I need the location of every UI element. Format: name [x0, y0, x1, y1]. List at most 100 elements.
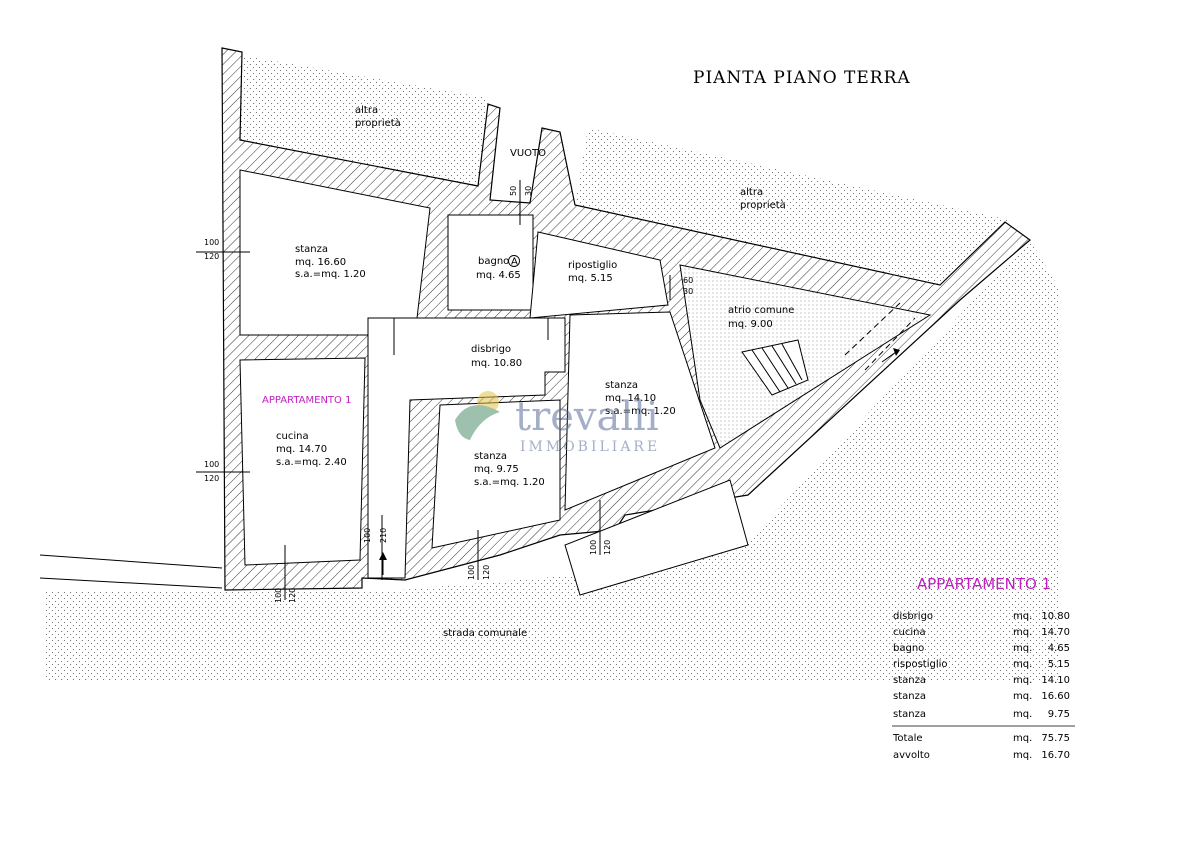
street-area: [45, 240, 1060, 680]
window-markers: [196, 180, 671, 600]
plan-title: PIANTA PIANO TERRA: [693, 68, 911, 88]
svg-text:120: 120: [603, 540, 612, 555]
opening-dims: 100 120 100 120 50 30 60 30 100 120 100 …: [204, 186, 693, 603]
summary-row-value: 4.65: [1048, 643, 1070, 654]
watermark-logo: trevalli IMMOBILIARE: [455, 391, 660, 455]
summary-row-label: stanza: [893, 675, 926, 686]
svg-text:120: 120: [204, 252, 219, 261]
entry-arrow-icon: [379, 552, 387, 575]
room-label-stanza-14: stanza mq. 14.10 s.a.=mq. 1.20: [605, 380, 676, 417]
summary-total-label: Totale: [892, 733, 923, 744]
svg-text:120: 120: [288, 588, 297, 603]
street-label: strada comunale: [443, 628, 527, 639]
svg-text:100: 100: [204, 238, 219, 247]
svg-text:IMMOBILIARE: IMMOBILIARE: [520, 439, 660, 455]
summary-row-unit: mq.: [1013, 627, 1032, 638]
summary-row-label: disbrigo: [893, 611, 933, 622]
summary-row-label: cucina: [893, 627, 926, 638]
summary-row-unit: mq.: [1013, 675, 1032, 686]
room-label-stanza-9: stanza mq. 9.75 s.a.=mq. 1.20: [474, 451, 545, 488]
room-atrio-comune: [679, 264, 932, 449]
summary-row-unit: mq.: [1013, 611, 1032, 622]
room-bagno: [447, 214, 534, 311]
summary-row-value: 14.70: [1041, 627, 1070, 638]
room-label-bagno: bagno A mq. 4.65: [476, 255, 521, 281]
room-stanza-14: [564, 311, 716, 511]
svg-text:120: 120: [204, 474, 219, 483]
summary-row-label: bagno: [893, 643, 924, 654]
svg-text:mq. 10.80: mq. 10.80: [471, 358, 522, 369]
summary-row-value: 5.15: [1048, 659, 1070, 670]
svg-text:s.a.=mq. 1.20: s.a.=mq. 1.20: [295, 269, 366, 280]
summary-row-value: 16.60: [1041, 691, 1070, 702]
svg-text:100: 100: [204, 460, 219, 469]
room-label-ripostiglio: ripostiglio mq. 5.15: [568, 260, 617, 284]
svg-text:mq. 9.75: mq. 9.75: [474, 464, 519, 475]
svg-text:100: 100: [274, 588, 283, 603]
summary-row-value: 9.75: [1048, 709, 1070, 720]
summary-row-value: 10.80: [1041, 611, 1070, 622]
summary-total-unit: mq.: [1013, 750, 1032, 761]
svg-text:s.a.=mq. 2.40: s.a.=mq. 2.40: [276, 457, 347, 468]
svg-text:stanza: stanza: [474, 451, 507, 462]
svg-text:100: 100: [363, 528, 372, 543]
void-label: VUOTO: [510, 148, 546, 159]
svg-text:s.a.=mq. 1.20: s.a.=mq. 1.20: [474, 477, 545, 488]
svg-text:mq. 9.00: mq. 9.00: [728, 319, 773, 330]
other-property-right-area: [575, 128, 1010, 285]
staircase: [741, 339, 809, 396]
summary-total-value: 16.70: [1041, 750, 1070, 761]
svg-text:60: 60: [683, 276, 693, 285]
summary-heading: APPARTAMENTO 1: [917, 575, 1051, 593]
svg-text:cucina: cucina: [276, 431, 309, 442]
summary-total-label: avvolto: [893, 750, 930, 761]
summary-row-unit: mq.: [1013, 659, 1032, 670]
summary-row-unit: mq.: [1013, 691, 1032, 702]
summary-row-label: stanza: [893, 709, 926, 720]
room-ripostiglio: [529, 231, 669, 319]
entrance-step: [564, 479, 749, 596]
svg-text:atrio comune: atrio comune: [728, 305, 794, 316]
summary-row-unit: mq.: [1013, 643, 1032, 654]
svg-text:50: 50: [509, 186, 518, 196]
summary-row-value: 14.10: [1041, 675, 1070, 686]
svg-text:100: 100: [467, 565, 476, 580]
svg-text:100: 100: [589, 540, 598, 555]
svg-text:mq. 16.60: mq. 16.60: [295, 257, 346, 268]
summary-row-label: rispostiglio: [893, 659, 948, 670]
svg-text:30: 30: [524, 186, 533, 196]
atrio-arrow-icon: [881, 348, 900, 363]
svg-text:ripostiglio: ripostiglio: [568, 260, 617, 271]
apartment-label-plan: APPARTAMENTO 1: [262, 395, 351, 406]
svg-text:120: 120: [482, 565, 491, 580]
room-cucina: [239, 357, 366, 566]
room-label-disbrigo: disbrigo mq. 10.80: [471, 344, 522, 369]
svg-text:mq. 14.70: mq. 14.70: [276, 444, 327, 455]
other-property-left-area: [240, 55, 488, 186]
summary-row-label: stanza: [893, 691, 926, 702]
room-disbrigo: [367, 317, 566, 579]
room-label-cucina: cucina mq. 14.70 s.a.=mq. 2.40: [276, 431, 347, 468]
svg-text:mq. 5.15: mq. 5.15: [568, 273, 613, 284]
room-label-atrio: atrio comune mq. 9.00: [728, 305, 794, 330]
svg-text:stanza: stanza: [295, 244, 328, 255]
summary-table: disbrigo mq. 10.80 cucina mq. 14.70 bagno mq. 4.…: [892, 611, 1070, 761]
svg-text:mq. 14.10: mq. 14.10: [605, 393, 656, 404]
summary-total-value: 75.75: [1041, 733, 1070, 744]
svg-text:trevalli: trevalli: [515, 394, 659, 440]
svg-text:210: 210: [379, 528, 388, 543]
svg-text:s.a.=mq. 1.20: s.a.=mq. 1.20: [605, 406, 676, 417]
svg-text:A: A: [511, 257, 518, 268]
svg-text:stanza: stanza: [605, 380, 638, 391]
svg-text:mq. 4.65: mq. 4.65: [476, 270, 521, 281]
svg-text:disbrigo: disbrigo: [471, 344, 511, 355]
road-edge: [39, 554, 223, 569]
bagno-badge: [508, 255, 520, 267]
summary-row-unit: mq.: [1013, 709, 1032, 720]
summary-total-unit: mq.: [1013, 733, 1032, 744]
svg-text:bagno: bagno: [478, 256, 509, 267]
room-label-stanza-16: stanza mq. 16.60 s.a.=mq. 1.20: [295, 244, 366, 280]
